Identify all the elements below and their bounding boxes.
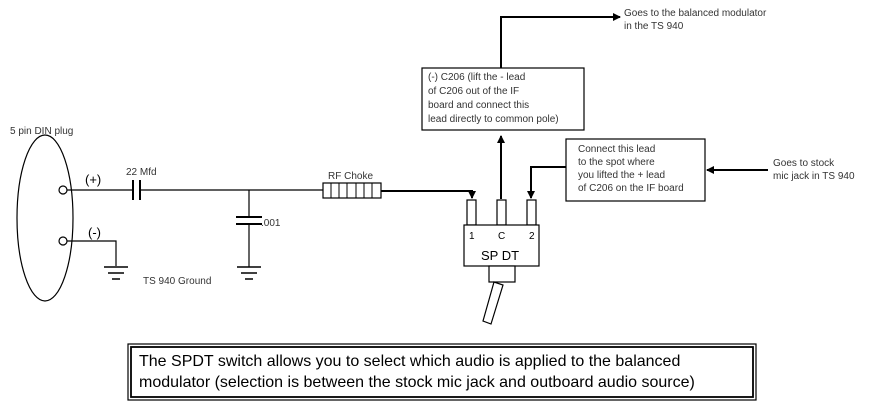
svg-text:Connect this lead: Connect this lead: [578, 144, 655, 155]
pin-minus-label: (-): [88, 225, 101, 240]
switch-pin1-label: 1: [469, 231, 475, 242]
note-line: The SPDT switch allows you to select whi…: [139, 353, 680, 370]
switch-label: SP DT: [481, 248, 519, 263]
switch-pin2-label: 2: [529, 231, 535, 242]
svg-text:of C206 on the IF board: of C206 on the IF board: [578, 183, 684, 194]
din-plug: 5 pin DIN plug (+) (-): [10, 126, 101, 302]
switch-explanation-note: The SPDT switch allows you to select whi…: [127, 343, 757, 401]
svg-text:Goes to stock: Goes to stock: [773, 158, 835, 169]
switch-pin2: [526, 199, 537, 226]
rf-choke-label: RF Choke: [328, 171, 373, 182]
svg-text:mic jack in TS 940: mic jack in TS 940: [773, 171, 855, 182]
switch-body: [463, 224, 540, 267]
pin-plus-terminal: [58, 185, 68, 195]
svg-text:The SPDT switch allows you to: The SPDT switch allows you to select whi…: [139, 353, 680, 370]
wire-choke-to-pin1: [381, 190, 476, 199]
wire-to-modulator: [500, 13, 621, 68]
svg-text:(-) C206 (lift the - lead: (-) C206 (lift the - lead: [428, 72, 525, 83]
mic-dest-line: mic jack in TS 940: [773, 171, 855, 182]
common-note-line: (-) C206 (lift the - lead: [428, 72, 525, 83]
switch-pinC: [496, 199, 507, 226]
svg-text:Goes to the balanced modulator: Goes to the balanced modulator: [624, 8, 767, 19]
svg-text:to the spot where: to the spot where: [578, 157, 655, 168]
svg-text:in the TS 940: in the TS 940: [624, 21, 684, 32]
spdt-switch: [463, 199, 540, 325]
capacitor-001: [236, 190, 262, 280]
common-note-line: of C206 out of the IF: [428, 86, 519, 97]
capacitor-001-label: .001: [261, 218, 281, 229]
pin2-note-box: Connect this lead to the spot where you …: [565, 138, 706, 202]
note-line: modulator (selection is between the stoc…: [139, 374, 695, 391]
common-pole-note-box: (-) C206 (lift the - lead of C206 out of…: [421, 67, 585, 131]
common-note-line: board and connect this: [428, 100, 529, 111]
pin2-note-line: you lifted the + lead: [578, 170, 665, 181]
ground-symbol-left: [67, 240, 128, 280]
modulator-dest-line: Goes to the balanced modulator: [624, 8, 767, 19]
pin2-note-line: of C206 on the IF board: [578, 183, 684, 194]
svg-text:modulator (selection is betwee: modulator (selection is between the stoc…: [139, 374, 695, 391]
svg-text:board and connect this: board and connect this: [428, 100, 529, 111]
capacitor-22mfd-label: 22 Mfd: [126, 167, 157, 178]
switch-pin1: [466, 199, 477, 226]
capacitor-22mfd: [132, 180, 141, 200]
pin2-note-line: Connect this lead: [578, 144, 655, 155]
common-note-line: lead directly to common pole): [428, 114, 559, 125]
din-plug-outline: [16, 134, 74, 302]
din-plug-label: 5 pin DIN plug: [10, 126, 73, 137]
switch-lever: [482, 281, 504, 325]
ground-label: TS 940 Ground: [143, 276, 211, 287]
svg-text:lead directly to common pole): lead directly to common pole): [428, 114, 559, 125]
svg-text:you lifted the + lead: you lifted the + lead: [578, 170, 665, 181]
svg-text:of C206 out of the IF: of C206 out of the IF: [428, 86, 519, 97]
modulator-dest-line: in the TS 940: [624, 21, 684, 32]
switch-bushing: [488, 265, 516, 283]
pin2-note-line: to the spot where: [578, 157, 655, 168]
switch-pinC-label: C: [498, 231, 505, 242]
rf-choke: [322, 182, 382, 199]
wire-box-to-pin2: [527, 166, 566, 199]
mic-dest-line: Goes to stock: [773, 158, 835, 169]
pin-plus-label: (+): [85, 172, 101, 187]
pin-minus-terminal: [58, 236, 68, 246]
